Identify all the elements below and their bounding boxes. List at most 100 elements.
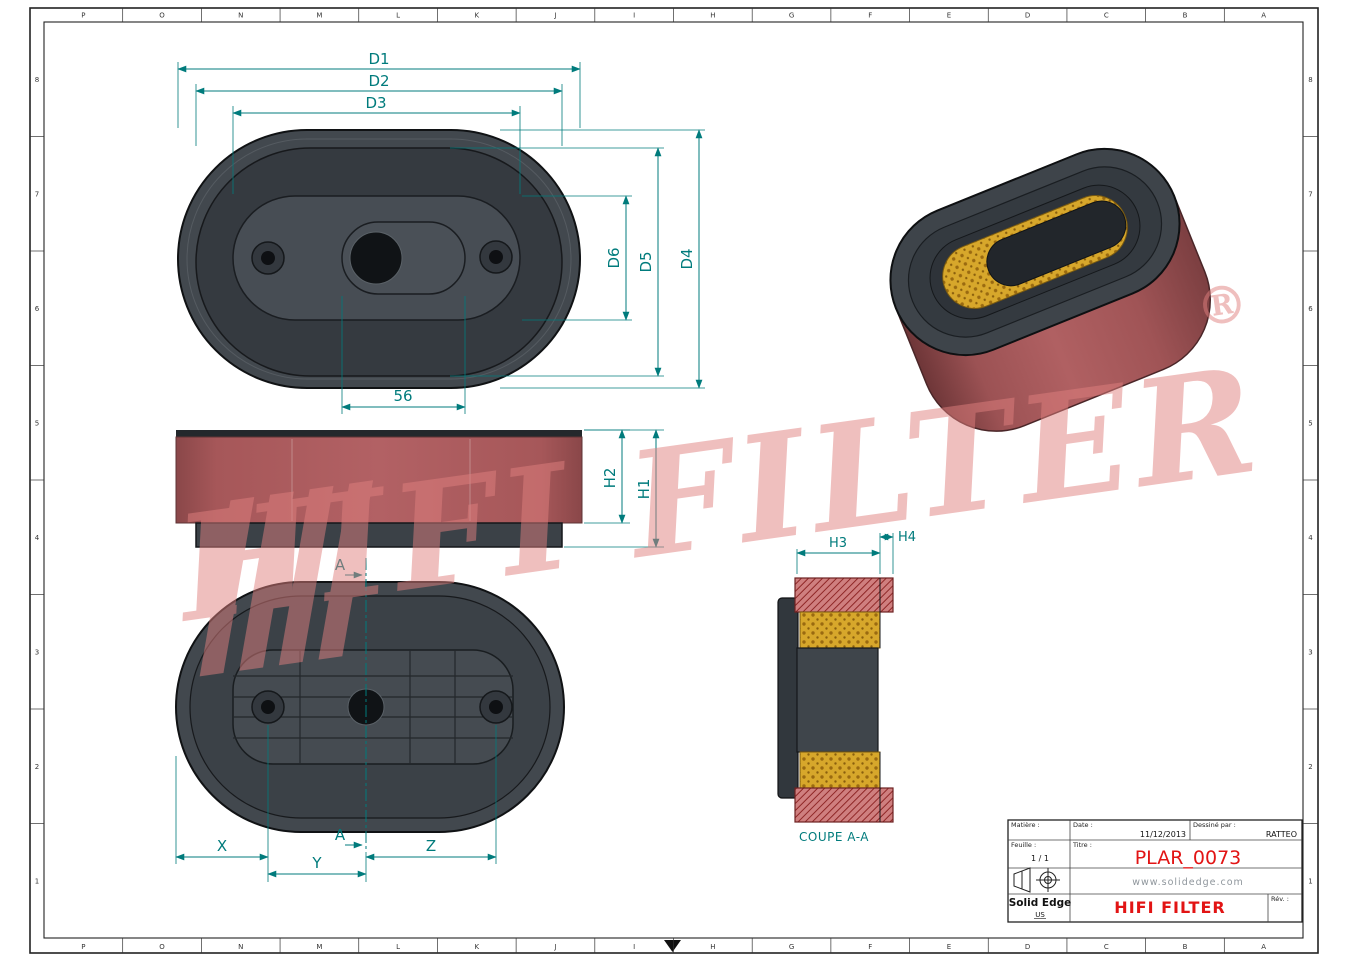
ruler-row-left-3: 3 bbox=[35, 648, 39, 656]
ruler-col-top-E: E bbox=[947, 12, 951, 20]
section-left-wall bbox=[777, 597, 799, 799]
dim-label-h1: H1 bbox=[635, 479, 653, 500]
dim-label-d1: D1 bbox=[368, 50, 389, 68]
dims-top-view: D1 D2 D3 D6 D5 D4 56 bbox=[177, 50, 705, 414]
titleblock-material-label: Matière : bbox=[1011, 821, 1040, 829]
ruler-col-top-I: I bbox=[633, 12, 635, 20]
ruler-col-top-O: O bbox=[159, 12, 165, 20]
titleblock-rev-label: Rév. : bbox=[1271, 895, 1289, 903]
dim-label-d2: D2 bbox=[368, 72, 389, 90]
dim-label-d3: D3 bbox=[365, 94, 386, 112]
ruler-row-left-1: 1 bbox=[35, 877, 39, 885]
ruler-col-bottom-I: I bbox=[633, 943, 635, 951]
ruler-col-bottom-E: E bbox=[947, 943, 951, 951]
ruler-row-right-8: 8 bbox=[1308, 76, 1312, 84]
titleblock-date-value: 11/12/2013 bbox=[1140, 830, 1186, 839]
ruler-col-top-G: G bbox=[789, 12, 794, 20]
company-name: HIFI FILTER bbox=[1114, 898, 1225, 917]
section-view-label: COUPE A-A bbox=[799, 830, 869, 844]
dim-label-y: Y bbox=[311, 854, 322, 872]
ruler-right: 8 7 6 5 4 3 2 1 bbox=[1303, 76, 1318, 885]
ruler-col-top-H: H bbox=[710, 12, 715, 20]
ruler-row-right-4: 4 bbox=[1308, 534, 1313, 542]
ruler-col-top-F: F bbox=[868, 12, 872, 20]
ruler-col-bottom-F: F bbox=[868, 943, 872, 951]
ruler-col-top-L: L bbox=[396, 12, 400, 20]
part-number: PLAR_0073 bbox=[1135, 847, 1242, 869]
dim-label-x: X bbox=[217, 837, 227, 855]
ruler-row-left-8: 8 bbox=[35, 76, 39, 84]
ruler-col-bottom-A: A bbox=[1261, 943, 1266, 951]
section-label-a-bottom: A bbox=[335, 826, 346, 844]
ruler-col-top-P: P bbox=[81, 12, 85, 20]
ruler-col-top-J: J bbox=[553, 12, 556, 20]
dim-label-z: Z bbox=[426, 837, 436, 855]
ruler-col-bottom-L: L bbox=[396, 943, 400, 951]
dim-label-d5: D5 bbox=[637, 251, 655, 272]
ruler-col-bottom-G: G bbox=[789, 943, 794, 951]
ruler-col-bottom-D: D bbox=[1025, 943, 1030, 951]
projection-symbol bbox=[1013, 867, 1060, 893]
view-top bbox=[177, 129, 581, 389]
dim-label-h4: H4 bbox=[898, 530, 916, 545]
ruler-col-bottom-N: N bbox=[238, 943, 243, 951]
section-bottom-media bbox=[799, 751, 881, 789]
titleblock-author-value: RATTEO bbox=[1266, 830, 1297, 839]
ruler-row-left-2: 2 bbox=[35, 763, 39, 771]
dim-label-h3: H3 bbox=[829, 536, 847, 551]
ruler-col-bottom-C: C bbox=[1104, 943, 1109, 951]
side-bottom-cap bbox=[195, 522, 563, 548]
ruler-row-right-3: 3 bbox=[1308, 648, 1312, 656]
view-isometric bbox=[889, 147, 1212, 432]
ruler-row-left-4: 4 bbox=[35, 534, 40, 542]
section-center-body bbox=[796, 647, 879, 753]
center-mark bbox=[664, 940, 681, 952]
titleblock-title-label: Titre : bbox=[1072, 841, 1092, 849]
ruler-col-bottom-J: J bbox=[553, 943, 556, 951]
ruler-col-bottom-M: M bbox=[316, 943, 322, 951]
ruler-row-right-2: 2 bbox=[1308, 763, 1312, 771]
ruler-row-left-5: 5 bbox=[35, 419, 39, 427]
ruler-col-bottom-O: O bbox=[159, 943, 165, 951]
dim-label-d4: D4 bbox=[678, 248, 696, 269]
section-top-media bbox=[799, 611, 881, 649]
ruler-row-right-5: 5 bbox=[1308, 419, 1312, 427]
dim-label-d6: D6 bbox=[605, 247, 623, 268]
view-bottom bbox=[175, 581, 565, 833]
ruler-col-top-B: B bbox=[1183, 12, 1188, 20]
title-block: Matière : Date : 11/12/2013 Dessiné par … bbox=[1007, 819, 1303, 923]
iso-inner-hole bbox=[986, 200, 1127, 287]
watermark-logo-stripes bbox=[199, 480, 374, 677]
cad-software-sub: US bbox=[1035, 911, 1045, 919]
ruler-col-bottom-K: K bbox=[474, 943, 479, 951]
ruler-col-top-M: M bbox=[316, 12, 322, 20]
ruler-col-bottom-P: P bbox=[81, 943, 85, 951]
ruler-row-right-1: 1 bbox=[1308, 877, 1312, 885]
cad-software-name: Solid Edge bbox=[1009, 897, 1071, 909]
dims-section-view: H3 H4 COUPE A-A bbox=[796, 530, 916, 844]
ruler-col-top-D: D bbox=[1025, 12, 1030, 20]
ruler-col-top-C: C bbox=[1104, 12, 1109, 20]
titleblock-date-label: Date : bbox=[1073, 821, 1093, 829]
section-bottom-cap bbox=[794, 787, 894, 823]
dim-label-h2: H2 bbox=[601, 468, 619, 489]
dim-label-56: 56 bbox=[393, 387, 412, 405]
center-hole bbox=[349, 231, 403, 285]
view-section bbox=[777, 577, 894, 823]
ruler-col-top-N: N bbox=[238, 12, 243, 20]
side-top-cap-edge bbox=[176, 430, 582, 438]
titleblock-author-label: Dessiné par : bbox=[1193, 821, 1236, 829]
section-top-cap bbox=[794, 577, 894, 613]
ruler-row-right-7: 7 bbox=[1308, 190, 1312, 198]
ruler-row-left-7: 7 bbox=[35, 190, 39, 198]
website-text: www.solidedge.com bbox=[1132, 877, 1244, 888]
view-side bbox=[175, 430, 583, 548]
titleblock-sheet-label: Feuille : bbox=[1011, 841, 1036, 849]
ruler-col-bottom-B: B bbox=[1183, 943, 1188, 951]
ruler-row-right-6: 6 bbox=[1308, 305, 1313, 313]
ruler-col-top-K: K bbox=[474, 12, 479, 20]
